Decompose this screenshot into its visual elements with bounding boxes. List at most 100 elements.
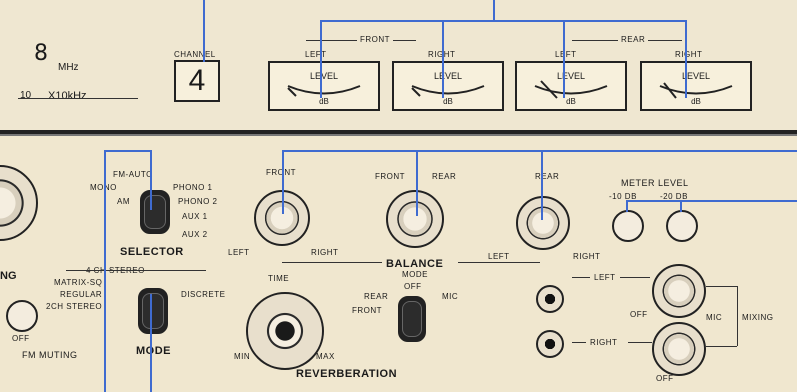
callout-selector-bus bbox=[104, 150, 152, 152]
reverb-mode-switch[interactable] bbox=[398, 296, 426, 342]
mode-option-discrete: DISCRETE bbox=[181, 290, 226, 299]
mic-right-line-b bbox=[628, 342, 652, 343]
selector-option-phono2: PHONO 2 bbox=[178, 197, 218, 206]
selector-option-aux1: AUX 1 bbox=[182, 212, 208, 221]
mic-left-line-a bbox=[572, 277, 590, 278]
mode-option-matrix-sq: MATRIX-SQ bbox=[54, 278, 103, 287]
selector-switch[interactable] bbox=[140, 190, 170, 234]
channel-display: 4 bbox=[174, 60, 220, 102]
selector-option-fm-auto: FM-AUTO bbox=[113, 170, 153, 179]
callout-selector-left bbox=[104, 150, 106, 392]
callout-channel-line bbox=[203, 0, 205, 62]
balance-left-label: LEFT bbox=[228, 248, 250, 257]
balance-front-label: FRONT bbox=[266, 168, 297, 177]
meter-db-label: dB bbox=[319, 97, 329, 106]
callout-selector-right bbox=[150, 150, 152, 210]
meter-db-label: dB bbox=[566, 97, 576, 106]
mic-left-label: LEFT bbox=[594, 273, 616, 282]
mic-right-jack[interactable] bbox=[536, 330, 564, 358]
meter-front-right-scale bbox=[411, 85, 485, 97]
rev-mode-off-label: OFF bbox=[404, 282, 422, 291]
mode-option-2ch-stereo: 2CH STEREO bbox=[46, 302, 103, 311]
meter-level-minus20-button[interactable] bbox=[666, 210, 698, 242]
meter-rear-right-scale bbox=[659, 82, 733, 99]
balance-rear-label: REAR bbox=[535, 172, 560, 181]
meter-level-label: LEVEL bbox=[681, 71, 711, 81]
mixing-bracket-vertical bbox=[737, 286, 738, 346]
channel-value: 4 bbox=[188, 64, 206, 97]
meter-rear-left-scale bbox=[534, 80, 608, 99]
mixing-off-label-2: OFF bbox=[656, 374, 674, 383]
callout-meter-1 bbox=[320, 20, 322, 98]
callout-balance-bus bbox=[282, 150, 797, 152]
balance-front-rear-rear: REAR bbox=[432, 172, 457, 181]
rev-mode-rear-label: REAR bbox=[364, 292, 389, 301]
mode-option-regular: REGULAR bbox=[60, 290, 103, 299]
meter-level-minus10: -10 dB bbox=[609, 192, 637, 201]
meter-rear-left: LEVEL dB bbox=[515, 61, 627, 111]
meter-front-right-label: RIGHT bbox=[428, 50, 456, 59]
mode-label: MODE bbox=[136, 345, 171, 357]
selector-switch-cap bbox=[144, 195, 166, 229]
meter-level-minus10-button[interactable] bbox=[612, 210, 644, 242]
selector-option-mono: MONO bbox=[90, 183, 117, 192]
selector-label: SELECTOR bbox=[120, 246, 184, 258]
channel-label: CHANNEL bbox=[174, 50, 216, 59]
mixing-mic-label: MIC bbox=[706, 313, 723, 322]
balance-rear-left-label: LEFT bbox=[488, 252, 510, 261]
reverb-label: REVERBERATION bbox=[296, 368, 398, 380]
selector-option-aux2: AUX 2 bbox=[182, 230, 208, 239]
reverb-max-label: MAX bbox=[316, 352, 335, 361]
callout-balance-front bbox=[282, 150, 284, 214]
mixing-right-knob[interactable] bbox=[652, 322, 706, 376]
front-rear-balance-knob[interactable] bbox=[386, 190, 444, 248]
meter-front-left-label: LEFT bbox=[305, 50, 327, 59]
balance-right-bracket bbox=[458, 262, 540, 263]
reverb-mode-switch-cap bbox=[402, 301, 422, 337]
mixing-bracket-bottom bbox=[706, 346, 737, 347]
meter-level-label: LEVEL bbox=[433, 71, 463, 81]
mode-switch-cap bbox=[142, 293, 164, 329]
mixing-bracket-top bbox=[706, 286, 737, 287]
mode-4ch-bracket bbox=[66, 270, 206, 271]
fm-muting-off-label: OFF bbox=[12, 334, 30, 343]
meter-rear-left-label: LEFT bbox=[555, 50, 577, 59]
reverb-time-dial[interactable] bbox=[246, 292, 324, 370]
callout-meter-2 bbox=[442, 20, 444, 98]
reverb-time-label: TIME bbox=[268, 274, 290, 283]
meter-level-minus20: -20 dB bbox=[660, 192, 688, 201]
mixing-label: MIXING bbox=[742, 313, 774, 322]
tuning-label: NG bbox=[0, 270, 17, 282]
rev-mode-front-label: FRONT bbox=[352, 306, 383, 315]
meter-level-label: LEVEL bbox=[556, 71, 586, 81]
callout-meter-level-b bbox=[680, 200, 682, 212]
balance-left-bracket bbox=[282, 262, 382, 263]
balance-rear-right-label: RIGHT bbox=[573, 252, 601, 261]
tuner-scale-unit: X10kHz bbox=[48, 90, 87, 102]
reverb-min-label: MIN bbox=[234, 352, 251, 361]
mixing-left-knob[interactable] bbox=[652, 264, 706, 318]
callout-meters-trunk bbox=[493, 0, 495, 20]
fm-muting-label: FM MUTING bbox=[22, 350, 78, 360]
tuner-left-digit: 8 bbox=[34, 41, 49, 66]
callout-meters-bus bbox=[320, 20, 685, 22]
mixing-off-label-1: OFF bbox=[630, 310, 648, 319]
mic-right-line-a bbox=[572, 342, 586, 343]
mode-switch[interactable] bbox=[138, 288, 168, 334]
tuner-scale: 10 bbox=[20, 90, 32, 101]
meter-rear-right-label: RIGHT bbox=[675, 50, 703, 59]
callout-meter-4 bbox=[685, 20, 687, 98]
callout-mode-line bbox=[150, 294, 152, 392]
callout-meter-3 bbox=[563, 20, 565, 98]
selector-option-am: AM bbox=[117, 197, 130, 206]
mic-left-jack[interactable] bbox=[536, 285, 564, 313]
callout-balance-front-rear bbox=[416, 150, 418, 216]
callout-meter-level-bus bbox=[626, 200, 797, 202]
meter-front-right: LEVEL dB bbox=[392, 61, 504, 111]
meter-rear-right: LEVEL dB bbox=[640, 61, 752, 111]
rear-balance-knob[interactable] bbox=[516, 196, 570, 250]
balance-right-label: RIGHT bbox=[311, 248, 339, 257]
rev-mode-label: MODE bbox=[402, 270, 428, 279]
fm-muting-button[interactable] bbox=[6, 300, 38, 332]
